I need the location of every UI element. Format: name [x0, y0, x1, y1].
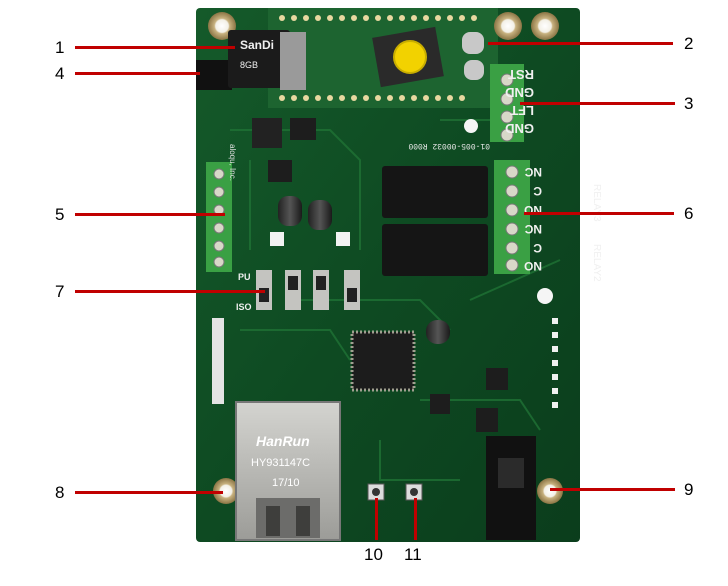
white-led-1 — [270, 232, 284, 246]
header-pins-top — [279, 15, 477, 21]
via-hole-upper — [464, 119, 478, 133]
callout-4: 4 — [55, 64, 65, 83]
callout-8: 8 — [55, 483, 65, 502]
left-terminal-block — [206, 162, 232, 272]
header-pins-bottom — [279, 95, 465, 101]
callout-2: 2 — [684, 34, 694, 53]
switch-label-pu: PU — [238, 272, 251, 282]
top-terminal-label-4: GND — [505, 121, 534, 136]
ethernet-port-opening — [256, 498, 320, 538]
sd-card-capacity-label: 8GB — [240, 60, 258, 70]
leader-line-10 — [375, 498, 378, 540]
relay-2 — [382, 224, 488, 276]
ethernet-jack-brand: HanRun — [256, 433, 310, 449]
mounting-hole-bottom-right — [537, 478, 563, 504]
leader-line-5 — [75, 213, 225, 216]
power-ic-2 — [268, 160, 292, 182]
capacitor-mcu — [426, 320, 450, 344]
part-number-silkscreen: 01-005-00032 R000 — [408, 141, 490, 150]
leader-line-8 — [75, 491, 223, 494]
ethernet-jack-date: 17/10 — [272, 477, 300, 489]
relay-group-label-2: RELAY2 — [591, 244, 602, 282]
white-strip — [212, 318, 224, 404]
right-ic — [476, 408, 498, 432]
relay-terminal-label-2: C — [533, 184, 542, 198]
via-hole-right — [537, 288, 553, 304]
ethernet-port-slot-1 — [266, 506, 280, 536]
push-button-11-cap — [410, 488, 418, 496]
callout-10: 10 — [364, 545, 383, 564]
slide-switches — [256, 270, 360, 310]
callout-1: 1 — [55, 38, 65, 57]
top-terminal-label-1: RST — [508, 67, 534, 82]
mounting-hole-top-right-b — [531, 12, 559, 40]
mounting-hole-bottom-left — [213, 478, 239, 504]
inductor — [252, 118, 282, 148]
switch-label-iso: ISO — [236, 302, 252, 312]
leader-line-9 — [550, 488, 675, 491]
callout-6: 6 — [684, 204, 694, 223]
dc-power-jack-opening — [498, 458, 524, 488]
callout-7: 7 — [55, 282, 65, 301]
sd-card-brand-label: SanDi — [240, 38, 274, 52]
top-terminal-label-2: GND — [505, 85, 534, 100]
leader-line-11 — [414, 498, 417, 540]
relay-terminal-label-1: NC — [524, 165, 542, 179]
relay-terminal-label-6: NO — [524, 259, 542, 273]
leader-line-6 — [524, 212, 674, 215]
relay-terminal-screws — [505, 165, 519, 272]
leader-line-3 — [520, 102, 675, 105]
side-ic — [486, 368, 508, 390]
push-button-10-cap — [372, 488, 380, 496]
relay-terminal-block — [494, 160, 530, 274]
yellow-button — [393, 40, 427, 74]
audio-jack — [196, 60, 232, 90]
left-terminal-screws — [213, 168, 225, 268]
callout-11: 11 — [404, 545, 422, 564]
top-terminal-label-3: LFT — [510, 103, 534, 118]
capacitor-can-1 — [278, 196, 302, 226]
mounting-hole-top-right-a — [494, 12, 522, 40]
white-led-2 — [336, 232, 350, 246]
pcb-traces — [230, 119, 561, 481]
main-mcu — [350, 330, 416, 392]
sd-card-holder — [280, 32, 306, 90]
ethernet-jack-part: HY931147C — [251, 457, 310, 469]
leader-line-2 — [488, 42, 673, 45]
module-capacitor-1 — [462, 32, 484, 54]
ethernet-port-slot-2 — [296, 506, 310, 536]
top-terminal-screws — [500, 73, 514, 142]
module-capacitor-2 — [464, 60, 484, 80]
relay-group-label-3: RELAY3 — [591, 184, 602, 222]
callout-5: 5 — [55, 205, 65, 224]
relay-terminal-label-5: C — [533, 241, 542, 255]
callout-3: 3 — [684, 94, 694, 113]
bottom-ic — [430, 394, 450, 414]
company-silkscreen: aloqu, Inc. — [228, 144, 237, 181]
relay-1 — [382, 166, 488, 218]
leader-line-4 — [75, 72, 200, 75]
leader-line-1 — [75, 46, 235, 49]
leader-line-7 — [75, 290, 265, 293]
relay-terminal-label-4: NC — [524, 222, 542, 236]
callout-9: 9 — [684, 480, 694, 499]
sd-card — [228, 30, 290, 88]
capacitor-can-2 — [308, 200, 332, 230]
power-ic — [290, 118, 316, 140]
right-silkscreen-marks — [552, 318, 558, 408]
